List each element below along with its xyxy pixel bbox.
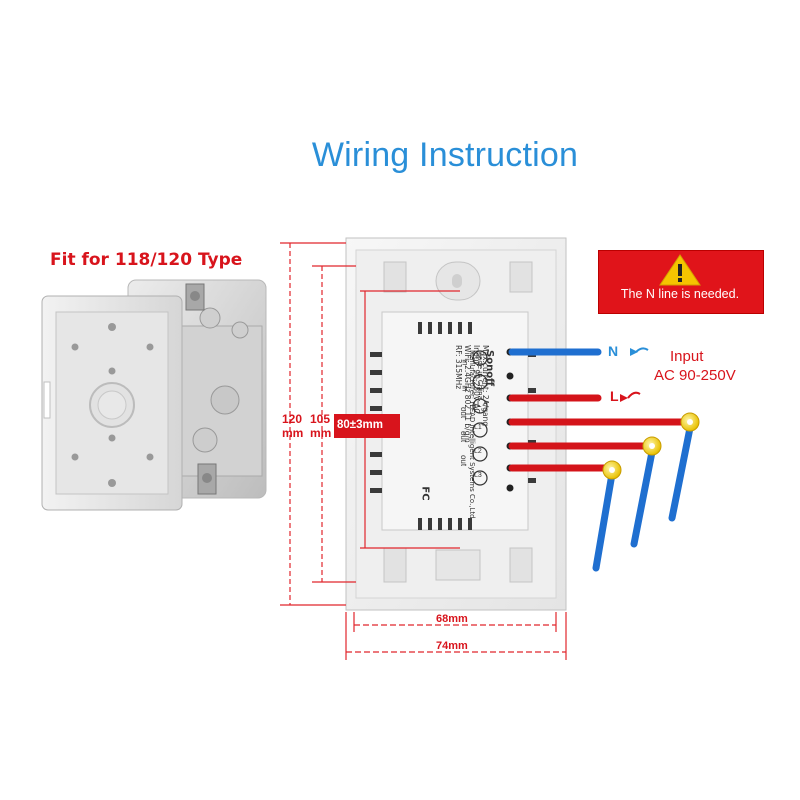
dim-width-inner: 68mm: [436, 613, 468, 625]
io-label: in: [460, 385, 470, 392]
wires: [508, 348, 694, 572]
warning-text: The N line is needed.: [620, 287, 740, 301]
line-label: L: [610, 388, 619, 404]
terminal-label-n: N: [476, 352, 482, 361]
terminal-label-l: L: [477, 400, 482, 409]
input-label: Input: [670, 348, 704, 365]
input-arrows: [620, 347, 649, 402]
module-spec-row: Input: 90-250V AC: [472, 345, 481, 414]
io-label: out: [459, 406, 469, 419]
dim-height-outer-unit: mm: [282, 426, 304, 440]
module-spec-row: Max.current: 2A/gang: [481, 345, 490, 427]
io-label: in: [460, 359, 470, 366]
terminal-label-l1: L1: [474, 424, 482, 431]
dim-box-spacing: 80±3mm: [337, 419, 383, 431]
junction-box: [41, 279, 267, 511]
io-label: out: [459, 430, 469, 443]
dim-height-inner-unit: mm: [310, 426, 332, 440]
input-voltage: AC 90-250V: [654, 367, 736, 384]
terminal-label-l3: L3: [474, 472, 482, 479]
page-title: Wiring Instruction: [311, 136, 579, 174]
neutral-label: N: [608, 343, 619, 359]
dim-width-outer: 74mm: [436, 640, 468, 652]
warning-triangle-icon: [659, 254, 701, 286]
spacing-badge: [334, 414, 400, 438]
terminal-lugs: [602, 412, 700, 480]
terminal-label-l2: L2: [474, 448, 482, 455]
dim-height-outer: 120: [282, 412, 303, 426]
io-label: out: [459, 454, 469, 467]
box-type-label: Fit for 118/120 Type: [50, 250, 243, 270]
fcc-mark: FC: [419, 486, 431, 501]
dim-height-inner: 105: [310, 412, 331, 426]
dimension-lines: [280, 242, 567, 660]
